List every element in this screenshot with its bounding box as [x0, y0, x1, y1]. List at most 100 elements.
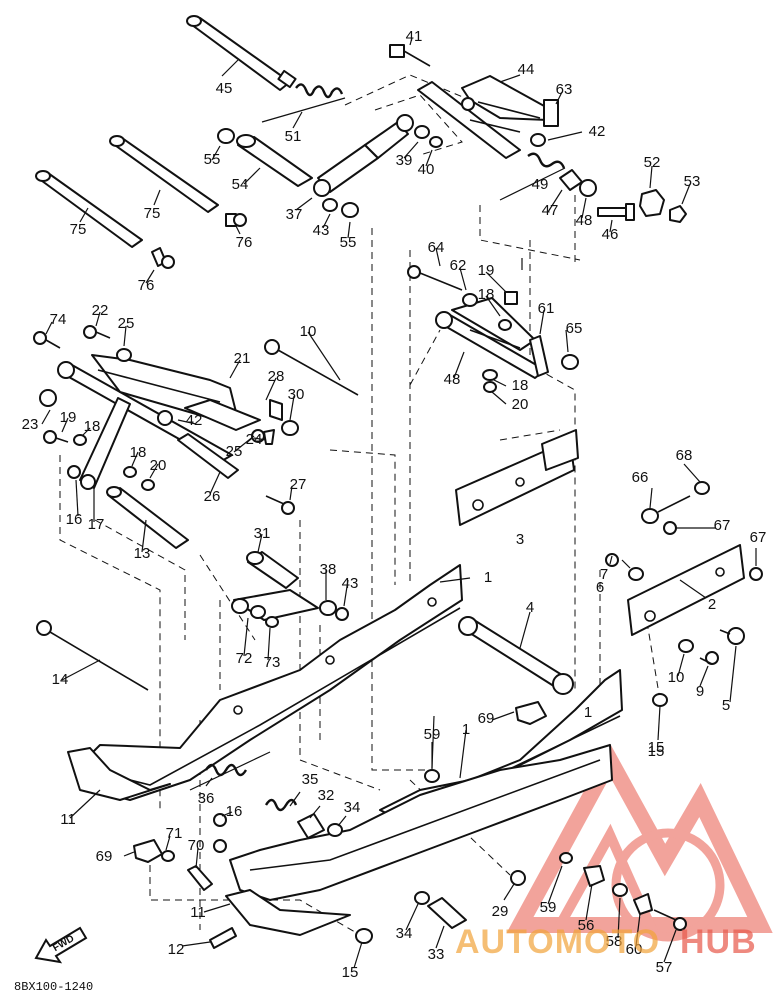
- shaft-31: [246, 551, 299, 589]
- bolt-5: [719, 627, 745, 645]
- callout-17: 17: [88, 516, 105, 533]
- washer-67-left: [663, 521, 677, 535]
- bushing-43-lower: [335, 607, 349, 621]
- bushing-40: [429, 136, 443, 148]
- collar-33: [427, 897, 467, 929]
- callout-64: 64: [428, 239, 445, 256]
- bolt-64: [407, 265, 463, 291]
- callout-76-lower: 76: [138, 277, 155, 294]
- shaft-45: [186, 15, 297, 91]
- callout-76-upper: 76: [236, 234, 253, 251]
- nut-15-bottom: [355, 928, 373, 944]
- cap-65: [561, 354, 579, 370]
- callout-33: 33: [428, 946, 445, 963]
- callout-56: 56: [578, 917, 595, 934]
- bushing-42-upper: [530, 133, 546, 147]
- washer-18-center: [123, 466, 137, 478]
- link-17: [79, 397, 131, 490]
- callout-38: 38: [320, 561, 337, 578]
- callout-45: 45: [216, 80, 233, 97]
- catalog-code: 8BX100-1240: [14, 980, 93, 994]
- callout-14: 14: [52, 671, 69, 688]
- nut-59-lower: [559, 852, 573, 864]
- washer-16-bottom: [213, 839, 227, 853]
- callout-73: 73: [264, 654, 281, 671]
- callout-67-left: 67: [714, 517, 731, 534]
- callout-31: 31: [254, 525, 271, 542]
- bushing-55-upper: [341, 202, 359, 218]
- callout-48: 48: [576, 212, 593, 229]
- callout-57: 57: [656, 959, 673, 976]
- callout-49: 48: [444, 371, 461, 388]
- bracket-61: [529, 335, 549, 377]
- callout-20-left: 20: [150, 457, 167, 474]
- bolt-27: [265, 495, 295, 515]
- callout-60: 60: [626, 941, 643, 958]
- callout-65: 65: [566, 320, 583, 337]
- callout-54: 54: [232, 176, 249, 193]
- plate-3: [455, 429, 579, 526]
- washer-18-right-upper: [498, 319, 512, 331]
- callout-66: 66: [632, 469, 649, 486]
- callout-72: 72: [236, 650, 253, 667]
- callout-34-lower: 34: [396, 925, 413, 942]
- bushing-38: [319, 600, 337, 616]
- shaft-54: [236, 134, 313, 187]
- cap-25-upper: [116, 348, 132, 362]
- shaft-75-upper: [109, 135, 219, 213]
- callout-18-left: 18: [84, 418, 101, 435]
- watermark-text: AUTOMOTO HUB: [455, 923, 756, 961]
- bolt-57: [653, 909, 687, 931]
- callout-59-lower: 59: [540, 899, 557, 916]
- callout-41: 41: [406, 28, 423, 45]
- callout-21: 21: [234, 350, 251, 367]
- callout-7: 7: [600, 566, 608, 583]
- bolt-70: [187, 865, 213, 891]
- spring-36: [204, 763, 248, 777]
- callout-53: 53: [684, 173, 701, 190]
- callout-44: 44: [518, 61, 535, 78]
- slider-69-right: [515, 701, 547, 725]
- callout-4: 4: [526, 599, 534, 616]
- bushing-55: [217, 128, 235, 144]
- collar-47: [559, 169, 583, 191]
- bushing-42-left: [157, 410, 173, 426]
- callout-68: 68: [676, 447, 693, 464]
- callout-18-center: 18: [130, 444, 147, 461]
- callout-52: 52: [644, 154, 661, 171]
- shaft-26: [177, 433, 239, 479]
- callout-61: 61: [538, 300, 555, 317]
- shaft-75-lower: [35, 170, 143, 248]
- bushing-39: [414, 125, 430, 139]
- callout-34-upper: 34: [344, 799, 361, 816]
- callout-43-upper: 43: [313, 222, 330, 239]
- callout-63: 63: [556, 81, 573, 98]
- callout-29: 29: [492, 903, 509, 920]
- callout-26: 26: [204, 488, 221, 505]
- callout-27: 27: [290, 476, 307, 493]
- callout-10: 10: [300, 323, 317, 340]
- callout-75-lower: 75: [70, 221, 87, 238]
- nut-59-upper: [424, 769, 440, 783]
- callout-24: 24: [246, 431, 263, 448]
- callout-9: 10: [668, 669, 685, 686]
- washer-9: [678, 639, 694, 653]
- callout-69-right: 69: [478, 710, 495, 727]
- bolt-8: [699, 651, 719, 665]
- nut-15-right: [652, 693, 668, 707]
- plate-2: [627, 544, 745, 636]
- callout-5: 5: [722, 697, 730, 714]
- spring-35: [264, 798, 298, 812]
- callout-19-right: 19: [478, 262, 495, 279]
- bolt-19-left: [43, 430, 69, 444]
- pin-71: [161, 850, 175, 862]
- spring-50: [527, 152, 566, 169]
- callout-labels: 45 51 75 75 54 55 76 76 37 43 55 39 40 4…: [22, 28, 767, 981]
- callout-59-upper: 59: [424, 726, 441, 743]
- callout-58: 58: [606, 933, 623, 950]
- callout-15-right-lower: 15: [648, 743, 665, 760]
- callout-19-left: 19: [60, 409, 77, 426]
- cap-68: [694, 481, 710, 495]
